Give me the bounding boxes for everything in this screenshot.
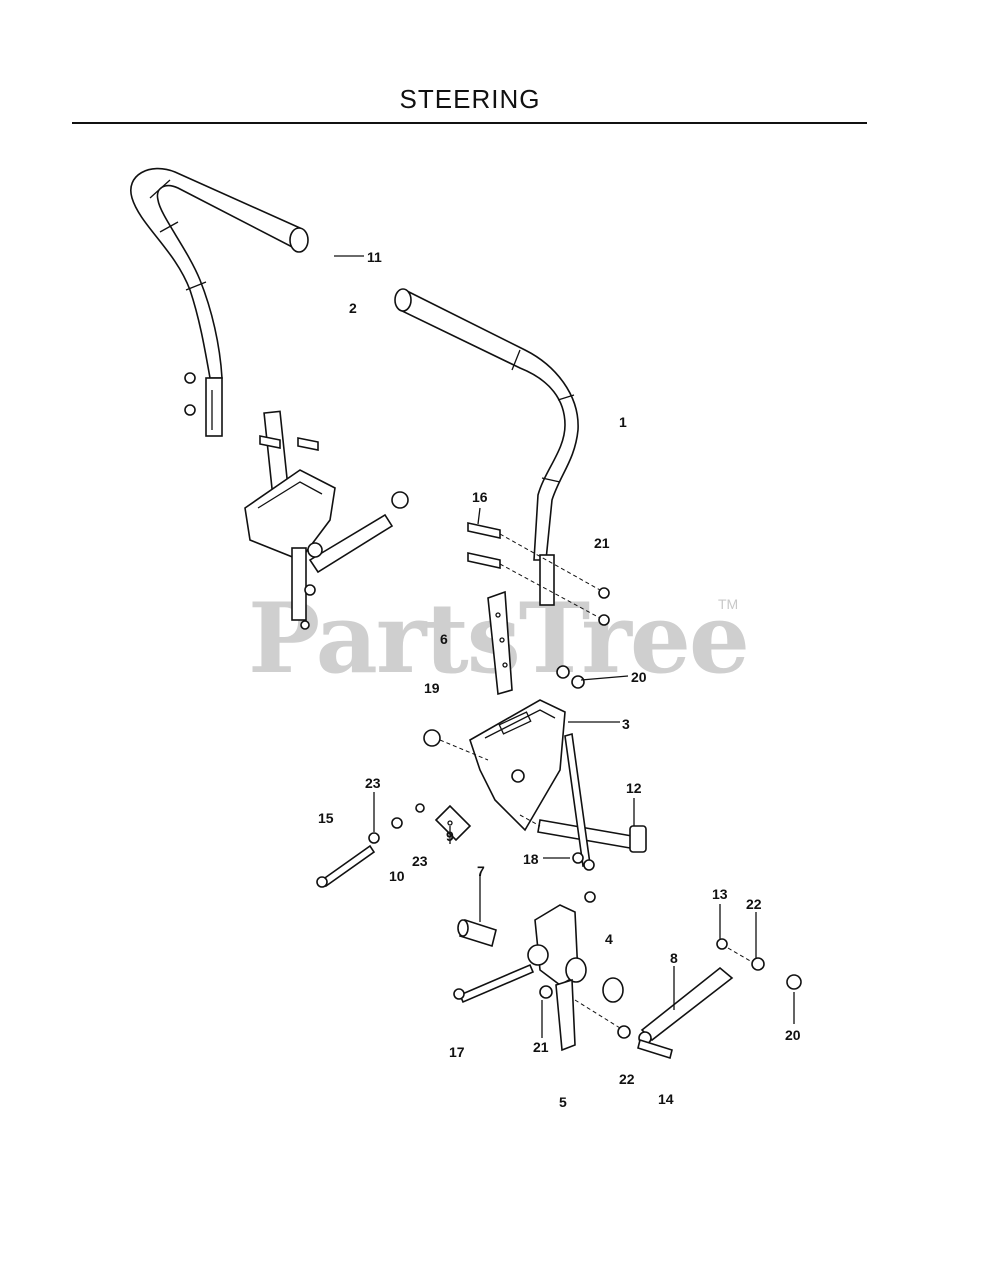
bracket-3 (423, 699, 566, 832)
callout-2: 2 (349, 300, 357, 316)
callout-22-b: 22 (619, 1071, 635, 1087)
nut-10 (391, 817, 403, 829)
arm-5 (539, 978, 631, 1052)
callout-21-b: 21 (533, 1039, 549, 1055)
callout-19: 19 (424, 680, 440, 696)
block-9 (434, 804, 472, 842)
callout-9: 9 (446, 828, 454, 844)
nut-20-b (571, 675, 585, 689)
callout-4: 4 (605, 931, 613, 947)
page-title: STEERING (399, 84, 541, 114)
callout-3: 3 (622, 716, 630, 732)
rod-8 (637, 938, 802, 1060)
callout-20-b: 20 (785, 1027, 801, 1043)
callout-7: 7 (477, 863, 485, 879)
leader-lines (334, 255, 795, 1038)
callout-6: 6 (440, 631, 448, 647)
callout-23: 23 (365, 775, 381, 791)
callout-8: 8 (670, 950, 678, 966)
callout-18: 18 (523, 851, 539, 867)
callout-10: 10 (389, 868, 405, 884)
left-control-assembly (184, 372, 409, 630)
watermark-trademark: TM (718, 596, 739, 612)
pin-7 (457, 918, 497, 948)
callout-20: 20 (631, 669, 647, 685)
callout-5: 5 (559, 1094, 567, 1110)
callout-21: 21 (594, 535, 610, 551)
callout-1: 1 (619, 414, 627, 430)
callout-23-b: 23 (412, 853, 428, 869)
callout-16: 16 (472, 489, 488, 505)
callout-14: 14 (658, 1091, 674, 1107)
callout-22: 22 (746, 896, 762, 912)
title-underline (72, 122, 867, 124)
rod-18 (564, 732, 595, 871)
callout-11: 11 (367, 249, 382, 265)
callout-15: 15 (318, 810, 334, 826)
arm-6 (487, 590, 513, 696)
callout-12: 12 (626, 780, 642, 796)
bolts-16 (467, 522, 610, 626)
washer-23-b (368, 832, 380, 844)
bracket-4 (527, 891, 624, 1003)
right-steering-handle (394, 288, 579, 606)
callout-13: 13 (712, 886, 728, 902)
nut-20-a (556, 665, 570, 679)
left-steering-handle (130, 167, 309, 437)
bolt-17 (453, 963, 535, 1004)
washer-23-a (415, 803, 425, 813)
bolt-15 (316, 844, 376, 888)
callout-17: 17 (449, 1044, 465, 1060)
